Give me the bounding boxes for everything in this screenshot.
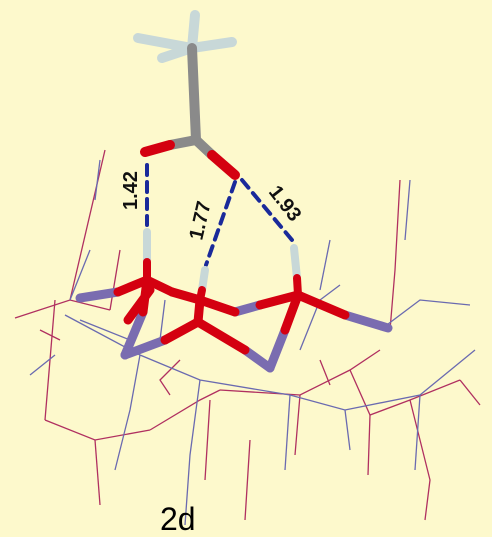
panel-label: 2d — [160, 501, 196, 537]
oxygen-atoms — [113, 275, 350, 355]
hydrogen-bonds — [145, 163, 294, 267]
distance-label-2: 1.77 — [185, 199, 215, 242]
acetate-molecule — [133, 10, 240, 180]
wireframe-metal-bonds — [29, 159, 476, 526]
carboxylate-oxygens — [140, 140, 240, 180]
surface-hydrogens — [143, 228, 301, 294]
surface-cluster — [75, 228, 393, 373]
hbond-3 — [240, 178, 294, 242]
metal-atoms — [75, 287, 393, 373]
methyl-hydrogens — [133, 10, 237, 63]
hbond-2 — [204, 180, 237, 267]
surface-wireframe — [14, 149, 481, 526]
distance-label-3: 1.93 — [264, 182, 305, 226]
wireframe-oxygen-bonds — [14, 149, 481, 521]
carbon-backbone — [165, 43, 217, 160]
distance-label-1: 1.42 — [120, 171, 142, 210]
